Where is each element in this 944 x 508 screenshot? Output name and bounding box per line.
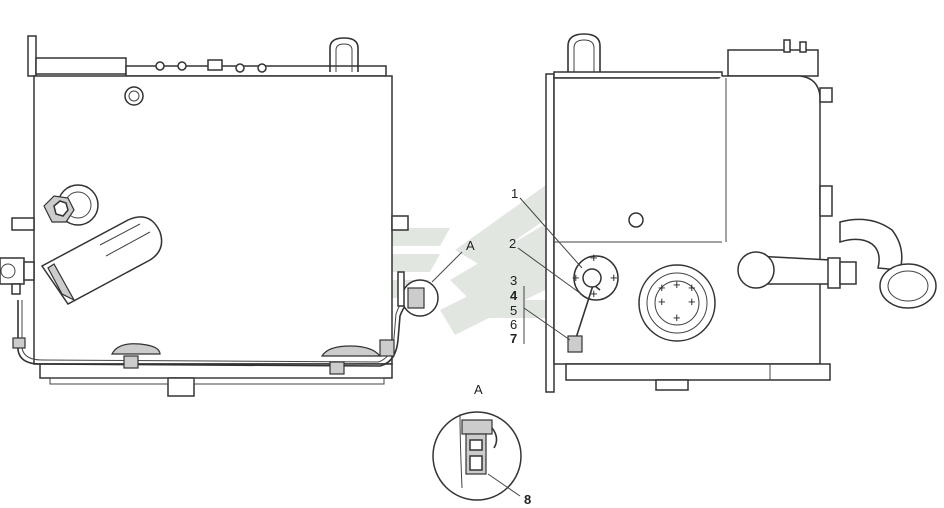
view-a-callout-label: А [466, 238, 475, 253]
detail-a-view [432, 411, 522, 501]
part-label-7: 7 [510, 331, 517, 346]
part-label-1: 1 [511, 186, 518, 201]
svg-text:+: + [673, 310, 681, 325]
part-label-3: 3 [510, 273, 517, 288]
leader-lines [517, 197, 585, 344]
part-label-2: 2 [509, 236, 516, 251]
svg-text:+: + [673, 277, 681, 292]
part-labels: А А 1 2 3 4 5 6 7 8 [466, 186, 531, 507]
part-label-6: 6 [510, 317, 517, 332]
svg-text:+: + [688, 280, 696, 295]
svg-text:+: + [658, 294, 666, 309]
svg-text:+: + [590, 250, 598, 265]
svg-text:+: + [658, 280, 666, 295]
svg-text:+: + [572, 270, 580, 285]
svg-text:+: + [590, 286, 598, 301]
svg-text:+: + [688, 294, 696, 309]
part-label-4: 4 [510, 288, 518, 303]
right-view: + + + + + + + + + + [545, 33, 937, 393]
left-view [0, 35, 463, 397]
view-a-title: А [474, 382, 483, 397]
part-label-5: 5 [510, 303, 517, 318]
part-label-8: 8 [524, 492, 531, 507]
svg-text:+: + [610, 270, 618, 285]
